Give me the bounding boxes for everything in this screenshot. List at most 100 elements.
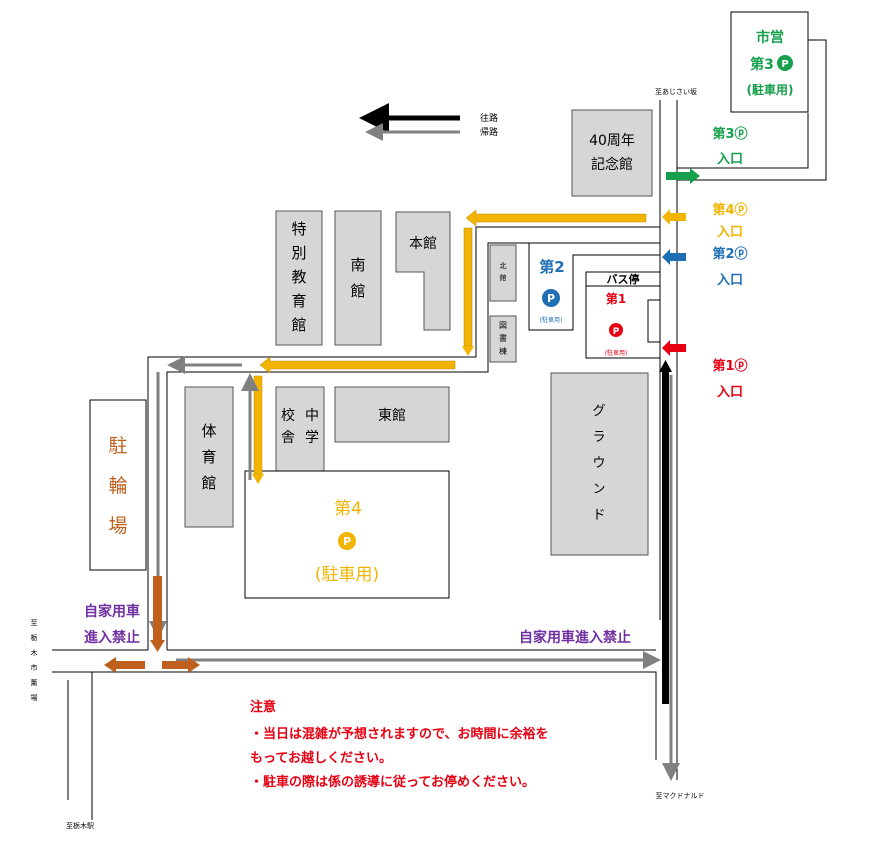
no-entry-labels: 自家用車 進入禁止 自家用車進入禁止 — [84, 603, 631, 646]
parking-3-sub: (駐車用) — [747, 82, 794, 97]
parking-4-symbol-icon — [338, 532, 356, 550]
p2-entrance-label-1: 第2ⓟ — [712, 246, 747, 262]
parking-3-symbol-icon — [777, 55, 793, 71]
legend-return-label: 帰路 — [480, 126, 498, 138]
no-entry-left-2: 進入禁止 — [84, 629, 140, 646]
north-hall-char-2: 館 — [500, 273, 507, 282]
entrance-labels: 第3ⓟ 入口 第4ⓟ 入口 第2ⓟ 入口 第1ⓟ 入口 — [712, 126, 747, 400]
notice-line-2: もってお越しください。 — [250, 750, 392, 766]
parking-4-title: 第4 — [334, 499, 362, 519]
jh-char-2: 学 — [305, 430, 319, 446]
library-char-2: 書 — [499, 333, 507, 343]
library-building: 図 書 棟 — [489, 315, 517, 363]
notice-title: 注意 — [250, 699, 276, 715]
east-hall: 東館 — [334, 386, 450, 443]
ground: グ ラ ウ ン ド — [550, 372, 649, 556]
bicycle-parking: 駐 輪 場 — [89, 399, 147, 571]
gymnasium: 体 育 館 — [184, 386, 234, 528]
memorial-hall-label-1: 40周年 — [589, 133, 635, 149]
p2-entrance-arrow — [662, 249, 686, 265]
p2-entrance-label-2: 入口 — [717, 273, 743, 288]
library-char-1: 図 — [499, 321, 507, 330]
brown-arrow-down — [150, 640, 165, 652]
p1-entrance-arrow — [662, 340, 686, 356]
p1-entrance-label-2: 入口 — [717, 385, 743, 400]
special-ed-char-3: 教 — [291, 268, 306, 286]
p4-route-arrow-down — [462, 346, 474, 356]
legend-outbound-label: 往路 — [480, 112, 498, 124]
route-legend: 往路 帰路 — [359, 103, 498, 141]
p4-entrance-label-1: 第4ⓟ — [712, 202, 747, 218]
no-entry-bottom: 自家用車進入禁止 — [519, 629, 631, 646]
jh-char-3: 校 — [281, 407, 295, 424]
north-hall-char-1: 北 — [500, 262, 507, 270]
gym-char-3: 館 — [201, 474, 216, 492]
direction-market-5: 薫 — [31, 678, 38, 687]
p3-entrance-label-1: 第3ⓟ — [712, 126, 747, 142]
parking-4-sub: (駐車用) — [315, 565, 379, 585]
bicycle-char-3: 場 — [108, 515, 127, 537]
brown-arrow-left — [104, 657, 145, 673]
ground-char-3: ウ — [592, 456, 605, 471]
parking-2: 第2 P (駐車用) — [528, 243, 660, 331]
main-hall: 本館 — [395, 211, 451, 331]
bus-stop-label: バス停 — [607, 272, 640, 286]
parking-1-symbol-icon — [609, 323, 623, 337]
bicycle-char-2: 輪 — [108, 475, 127, 497]
memorial-hall: 40周年 記念館 — [571, 109, 653, 197]
no-entry-left-1: 自家用車 — [84, 603, 140, 620]
bicycle-char-1: 駐 — [108, 435, 127, 457]
parking-1: バス停 第1 P (駐車用) — [585, 271, 661, 359]
parking-2-sub: (駐車用) — [540, 316, 563, 324]
parking-2-symbol-icon — [542, 289, 560, 307]
direction-mcdonalds: 至マクドナルド — [656, 792, 705, 800]
direction-market-4: 市 — [31, 663, 38, 672]
library-char-3: 棟 — [499, 346, 507, 356]
north-hall: 北 館 — [489, 244, 517, 302]
ground-char-1: グ — [592, 404, 605, 419]
parking-4-symbol: P — [343, 535, 351, 548]
p1-entrance-label-1: 第1ⓟ — [712, 358, 747, 374]
outbound-arrow-up — [659, 360, 672, 372]
brown-arrow-right — [162, 657, 200, 673]
gym-char-2: 育 — [201, 448, 216, 466]
parking-2-symbol: P — [547, 292, 555, 305]
special-ed-char-1: 特 — [291, 220, 306, 238]
ground-char-2: ラ — [592, 430, 605, 445]
special-education-hall: 特 別 教 育 館 — [275, 210, 323, 346]
parking-4: 第4 P (駐車用) — [244, 470, 450, 599]
notice: 注意 ・当日は混雑が予想されますので、お時間に余裕を もってお越しください。 ・… — [250, 699, 548, 790]
junior-high-building: 中 学 校 舎 — [275, 386, 325, 472]
parking-2-title: 第2 — [539, 258, 564, 276]
direction-market-2: 栃 — [31, 633, 38, 642]
p4-entrance-label-2: 入口 — [717, 225, 743, 240]
p3-entrance-label-2: 入口 — [717, 152, 743, 167]
p4-route-arrow-top — [465, 209, 647, 227]
south-hall: 南 館 — [334, 210, 382, 346]
route-arrows — [104, 168, 700, 781]
south-hall-char-2: 館 — [350, 282, 365, 300]
east-hall-label: 東館 — [378, 407, 406, 424]
p4-route-arrow-left — [259, 356, 456, 374]
p4-entrance-arrow — [662, 209, 686, 225]
south-hall-char-1: 南 — [350, 256, 365, 274]
gym-char-1: 体 — [201, 422, 216, 440]
special-ed-char-5: 館 — [291, 316, 306, 334]
parking-1-sub: (駐車用) — [605, 349, 628, 357]
memorial-hall-label-2: 記念館 — [591, 156, 633, 173]
parking-1-symbol: P — [613, 327, 620, 337]
parking-3: 市営 第3 P (駐車用) — [730, 11, 809, 113]
parking-3-title: 第3 — [750, 56, 774, 73]
parking-3-symbol: P — [781, 59, 788, 70]
jh-char-1: 中 — [305, 408, 319, 424]
special-ed-char-2: 別 — [291, 244, 306, 262]
direction-market-6: 場 — [31, 693, 38, 702]
special-ed-char-4: 育 — [291, 292, 306, 310]
p3-entrance-arrow — [666, 168, 700, 184]
parking-3-owner: 市営 — [756, 29, 784, 46]
jh-char-4: 舎 — [281, 430, 295, 446]
notice-line-1: ・当日は混雑が予想されますので、お時間に余裕を — [250, 726, 548, 742]
ground-char-5: ド — [592, 508, 605, 523]
direction-labels: 至あじさい坂 至マクドナルド 至栃木駅 至 栃 木 市 薫 場 — [31, 87, 705, 830]
